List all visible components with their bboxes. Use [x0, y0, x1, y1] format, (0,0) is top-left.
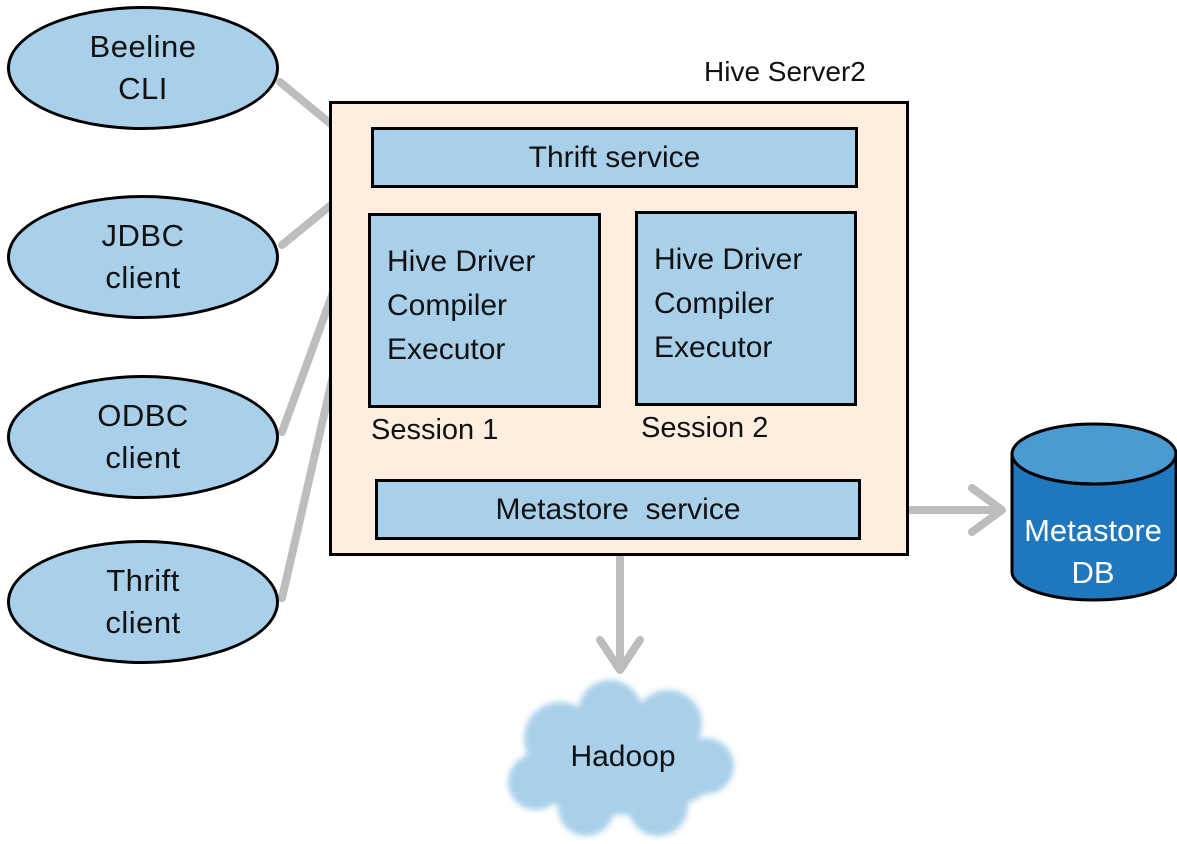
- client-label-line1: JDBC: [101, 218, 185, 253]
- arrowhead-db: [968, 484, 1006, 536]
- client-jdbc: JDBC client: [7, 195, 279, 319]
- client-label-line2: client: [105, 440, 181, 475]
- session-1-label: Session 1: [371, 414, 499, 446]
- client-beeline-cli: Beeline CLI: [7, 6, 279, 130]
- metastore-db-label: Metastore DB: [1010, 510, 1176, 594]
- session-line: Hive Driver: [654, 243, 803, 276]
- session-line: Executor: [654, 331, 773, 364]
- session-1-box: Hive Driver Compiler Executor: [368, 213, 601, 408]
- client-label-line2: client: [105, 260, 181, 295]
- session-line: Compiler: [387, 289, 508, 322]
- session-line: Compiler: [654, 287, 775, 320]
- session-line: Hive Driver: [387, 245, 536, 278]
- metastore-db-line1: Metastore: [1024, 513, 1162, 548]
- client-label-line1: ODBC: [97, 398, 189, 433]
- hadoop-label: Hadoop: [570, 740, 676, 773]
- client-odbc: ODBC client: [7, 375, 279, 499]
- client-label-line2: client: [105, 605, 181, 640]
- metastore-db-cylinder: [1010, 422, 1177, 602]
- session-line: Executor: [387, 333, 506, 366]
- hadoop-cloud-icon: [508, 680, 734, 836]
- hive-server2-title: Hive Server2: [704, 56, 866, 87]
- thrift-service-box: Thrift service: [371, 127, 858, 188]
- client-label-line2: CLI: [118, 71, 168, 106]
- session-2-box: Hive Driver Compiler Executor: [635, 211, 857, 406]
- client-label-line1: Thrift: [106, 563, 180, 598]
- client-thrift: Thrift client: [7, 540, 279, 664]
- arrowhead-hadoop: [596, 636, 644, 674]
- metastore-db-line2: DB: [1071, 555, 1115, 590]
- metastore-service-box: Metastore service: [375, 479, 861, 540]
- session-2-label: Session 2: [641, 412, 769, 444]
- client-label-line1: Beeline: [89, 29, 197, 64]
